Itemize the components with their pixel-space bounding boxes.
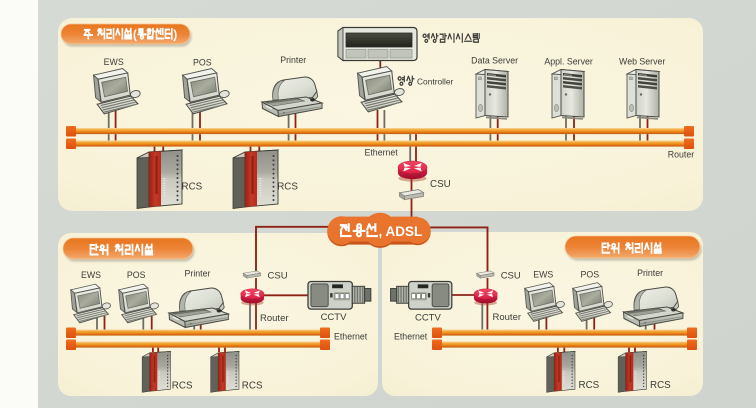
svg-text:Appl. Server: Appl. Server (544, 57, 592, 67)
svg-text:Printer: Printer (280, 55, 306, 65)
svg-text:Router: Router (668, 150, 694, 160)
svg-text:RCS: RCS (172, 381, 193, 392)
svg-text:POS: POS (193, 58, 212, 68)
svg-text:RCS: RCS (277, 182, 298, 193)
svg-text:Printer: Printer (185, 269, 211, 279)
svg-text:EWS: EWS (533, 270, 553, 280)
svg-text:RCS: RCS (579, 380, 600, 391)
svg-text:RCS: RCS (242, 381, 263, 392)
svg-text:Printer: Printer (637, 268, 663, 278)
svg-text:Controller: Controller (417, 77, 454, 87)
svg-text:Data Server: Data Server (471, 56, 518, 66)
svg-text:Ethernet: Ethernet (365, 148, 399, 158)
svg-text:Ethernet: Ethernet (334, 332, 368, 342)
svg-text:CSU: CSU (430, 179, 451, 190)
svg-text:EWS: EWS (104, 57, 124, 67)
svg-text:CSU: CSU (268, 271, 288, 282)
svg-text:Router: Router (260, 313, 289, 324)
svg-text:Ethernet: Ethernet (394, 332, 428, 342)
svg-text:RCS: RCS (182, 182, 203, 193)
svg-text:): ) (173, 30, 177, 42)
svg-text:POS: POS (127, 270, 146, 280)
svg-text:CCTV: CCTV (321, 312, 348, 323)
svg-text:RCS: RCS (650, 380, 671, 391)
svg-text:Web Server: Web Server (619, 57, 665, 67)
svg-text:EWS: EWS (81, 270, 101, 280)
svg-text:POS: POS (581, 270, 600, 280)
svg-text:CSU: CSU (501, 271, 521, 282)
svg-text:Router: Router (493, 312, 522, 323)
svg-text:CCTV: CCTV (415, 313, 442, 324)
svg-text:, ADSL: , ADSL (379, 224, 423, 239)
svg-text:(: ( (133, 30, 137, 42)
